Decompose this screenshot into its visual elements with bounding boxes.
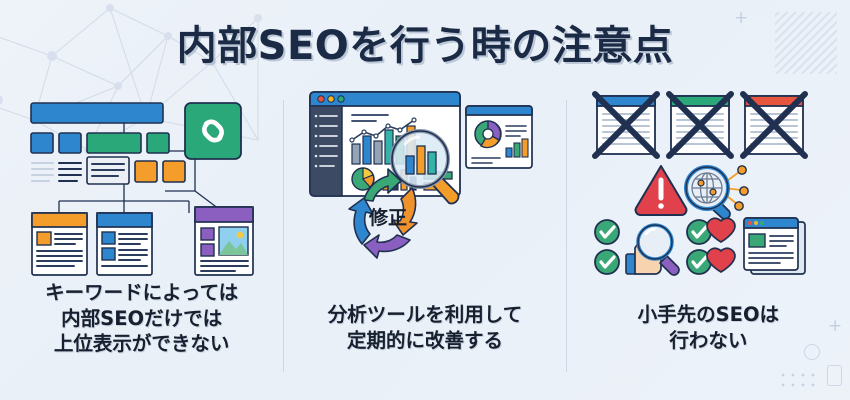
browser-window-icon: [743, 216, 807, 275]
link-icon: [183, 102, 242, 160]
cycle-arrow-bottom: [363, 233, 411, 259]
blocked-tactics-illustration: [567, 86, 850, 286]
column-keyword: キーワードによっては 内部SEOだけでは 上位表示ができない: [0, 86, 283, 386]
page-title: 内部SEOを行う時の注意点: [176, 23, 674, 69]
warning-triangle-icon: [634, 164, 688, 216]
donut-chart-icon: [474, 119, 502, 148]
site-structure-diagram: [0, 86, 283, 286]
globe-search-icon: [684, 164, 750, 220]
image-thumbnail-icon: [217, 226, 249, 256]
crossed-card-green: [666, 90, 735, 159]
x-mark-icon: [666, 90, 735, 159]
caption-line: 定期的に改善する: [346, 328, 503, 352]
nav-box: [57, 132, 82, 154]
column-divider: [566, 100, 567, 372]
caption-line: 分析ツールを利用して: [327, 303, 523, 326]
caption-line: 小手先のSEOは: [637, 303, 780, 326]
heart-icon: [706, 216, 737, 243]
cycle-arrow-left: [348, 196, 374, 245]
page-card-purple: [193, 206, 254, 276]
page-card-blue: [95, 212, 153, 276]
caption-line: 上位表示ができない: [53, 332, 230, 356]
cycle-arrow-right: [392, 186, 418, 236]
caption-line: キーワードによっては: [45, 281, 239, 304]
column-analytics: 修正 分析ツールを利用して 定期的に改善する: [283, 86, 566, 386]
site-structure-illustration: [29, 102, 254, 276]
cycle-arrow-top: [363, 167, 402, 202]
improvement-cycle: 修正: [348, 167, 418, 259]
column-caption: キーワードによっては 内部SEOだけでは 上位表示ができない: [45, 280, 238, 357]
accent-box: [161, 160, 186, 183]
pie-chart-icon: [351, 166, 375, 191]
heart-icon: [706, 246, 737, 273]
nav-box: [85, 132, 142, 154]
cycle-center-label: 修正: [368, 206, 407, 229]
check-circle-icon: [594, 248, 621, 275]
magnifier-purple-icon: [636, 222, 681, 276]
caption-line: 内部SEOだけでは: [61, 306, 223, 330]
page-card-orange: [30, 212, 88, 276]
check-circle-icon: [594, 218, 621, 245]
x-mark-icon: [740, 90, 809, 159]
caption-line: 行わない: [669, 328, 748, 352]
column-caption: 分析ツールを利用して 定期的に改善する: [328, 302, 522, 353]
magnifier-icon: [389, 128, 460, 204]
accent-box: [133, 160, 158, 183]
column-bad-seo: 小手先のSEOは 行わない: [567, 86, 850, 386]
crossed-card-red: [740, 90, 809, 159]
column-caption: 小手先のSEOは 行わない: [638, 302, 779, 353]
nav-box: [29, 132, 54, 154]
columns-container: キーワードによっては 内部SEOだけでは 上位表示ができない: [0, 86, 850, 386]
analytics-dashboard-illustration: 修正: [309, 90, 533, 259]
side-panel-window: [465, 104, 533, 169]
crossed-card-blue: [592, 90, 661, 159]
column-divider: [283, 100, 284, 372]
nav-box: [145, 132, 170, 154]
analytics-illustration: 修正: [283, 86, 566, 286]
x-mark-icon: [592, 90, 661, 159]
blocked-tactics-icons: [592, 90, 809, 276]
